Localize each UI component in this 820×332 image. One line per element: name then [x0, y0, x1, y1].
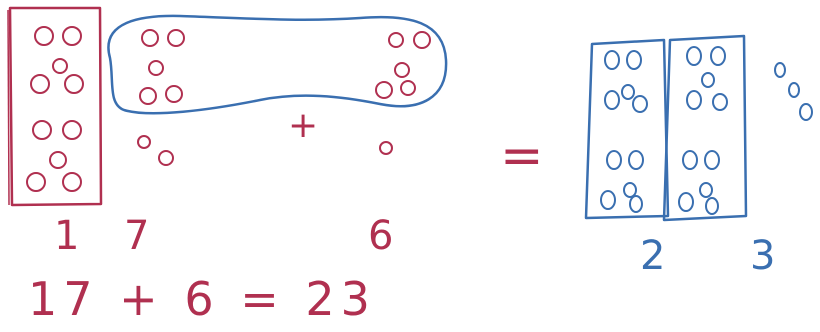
- tens-count-left: 1: [54, 213, 80, 259]
- result-ten-box-2: [662, 34, 748, 222]
- ones-dots-seven: [137, 29, 185, 166]
- result-ten-dots-1: [600, 50, 648, 213]
- ones-dots-six: [375, 31, 431, 155]
- result-ten-box-1: [584, 38, 670, 220]
- result-ten-dots-2: [678, 46, 728, 215]
- regroup-loop: [107, 14, 448, 115]
- ones-count-right: 6: [368, 213, 394, 259]
- ten-dots-left: [26, 26, 84, 192]
- equation-text: 17 + 6 = 23: [28, 272, 376, 326]
- plus-sign: +: [288, 105, 319, 146]
- result-ones-dots: [774, 62, 813, 121]
- result-tens-count: 2: [640, 233, 666, 279]
- ten-group-box-left: [7, 6, 103, 207]
- result-ones-count: 3: [750, 233, 776, 279]
- equals-sign: =: [500, 126, 544, 186]
- ones-count-left: 7: [124, 213, 150, 259]
